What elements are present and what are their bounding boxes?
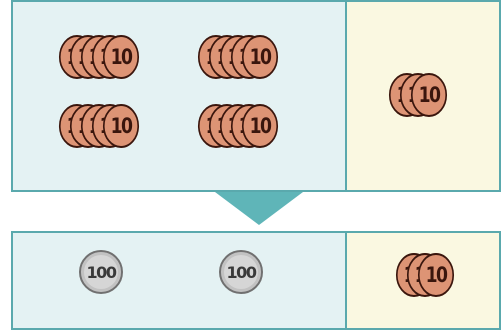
ten-coin-icon: 10 xyxy=(102,35,140,79)
coin-single: 100 xyxy=(219,250,263,294)
hundred-coin-icon: 100 xyxy=(79,250,123,294)
down-arrow-icon xyxy=(215,192,303,225)
bottom-left-panel xyxy=(11,231,347,330)
ten-coin-icon: 10 xyxy=(241,104,279,148)
coin-single: 100 xyxy=(79,250,123,294)
ten-coin-icon: 10 xyxy=(241,35,279,79)
top-left-panel xyxy=(11,0,347,192)
ten-coin-icon: 10 xyxy=(417,253,455,297)
hundred-coin-icon: 100 xyxy=(219,250,263,294)
ten-coin-icon: 10 xyxy=(410,73,448,117)
ten-coin-icon: 10 xyxy=(102,104,140,148)
